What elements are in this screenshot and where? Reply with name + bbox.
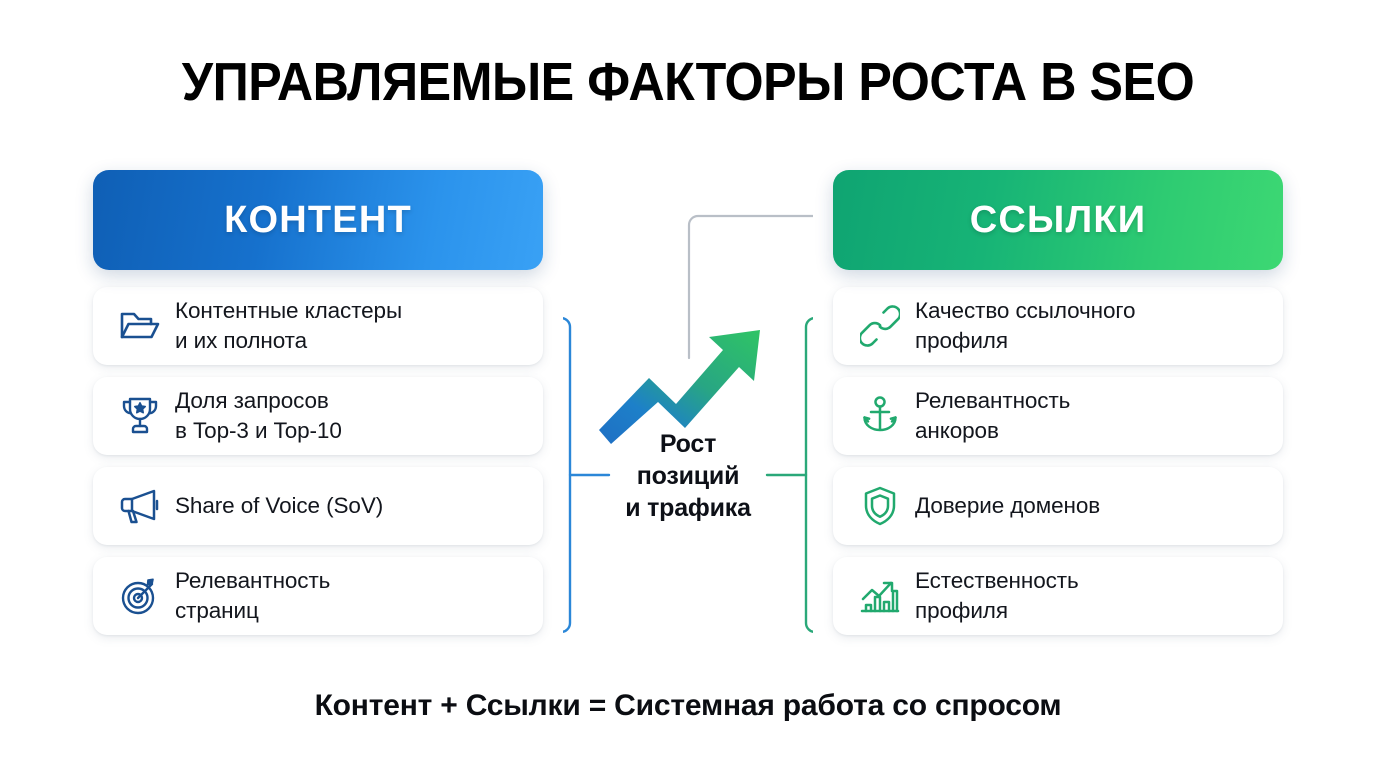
content-column: КОНТЕНТ Контентные кластеры и их полнота	[93, 170, 543, 635]
links-card-label: Релевантность анкоров	[915, 388, 1071, 443]
trophy-icon	[111, 392, 169, 440]
content-card-label: Контентные кластеры и их полнота	[175, 298, 403, 353]
link-chain-icon	[851, 302, 909, 350]
growth-chart-icon	[851, 572, 909, 620]
content-card-label: Релевантность страниц	[175, 568, 331, 623]
footer-summary: Контент + Ссылки = Системная работа со с…	[314, 689, 1062, 722]
content-card-list: Контентные кластеры и их полнота Доля за…	[93, 287, 543, 635]
content-card-label: Доля запросов в Top-3 и Top-10	[175, 388, 342, 443]
content-card-page-relevance[interactable]: Релевантность страниц	[93, 557, 543, 635]
anchor-icon	[851, 392, 909, 440]
links-header-label: ССЫЛКИ	[969, 198, 1147, 241]
links-card-label: Естественность профиля	[915, 568, 1079, 623]
center-growth-block: Рост позиций и трафика	[563, 190, 813, 660]
megaphone-icon	[111, 482, 169, 530]
content-card-content-clusters[interactable]: Контентные кластеры и их полнота	[93, 287, 543, 365]
links-card-domain-trust[interactable]: Доверие доменов	[833, 467, 1283, 545]
center-caption: Рост позиций и трафика	[625, 430, 751, 522]
content-header-label: КОНТЕНТ	[224, 198, 412, 241]
page-title: УПРАВЛЯЕМЫЕ ФАКТОРЫ РОСТА В SEO	[181, 52, 1195, 112]
links-card-label: Качество ссылочного профиля	[915, 298, 1136, 353]
content-card-label: Share of Voice (SoV)	[175, 493, 384, 518]
links-card-profile-quality[interactable]: Качество ссылочного профиля	[833, 287, 1283, 365]
links-card-profile-naturalness[interactable]: Естественность профиля	[833, 557, 1283, 635]
connector-lines	[563, 214, 813, 633]
folder-open-icon	[111, 302, 169, 350]
shield-icon	[851, 482, 909, 530]
content-card-share-of-voice[interactable]: Share of Voice (SoV)	[93, 467, 543, 545]
links-column: ССЫЛКИ Качество ссылочного профиля	[833, 170, 1283, 635]
growth-arrow-icon	[599, 330, 760, 444]
links-card-anchor-relevance[interactable]: Релевантность анкоров	[833, 377, 1283, 455]
links-column-header: ССЫЛКИ	[833, 170, 1283, 270]
content-column-header: КОНТЕНТ	[93, 170, 543, 270]
links-card-list: Качество ссылочного профиля Релевантност…	[833, 287, 1283, 635]
content-card-top-share[interactable]: Доля запросов в Top-3 и Top-10	[93, 377, 543, 455]
target-icon	[111, 572, 169, 620]
links-card-label: Доверие доменов	[915, 493, 1101, 518]
